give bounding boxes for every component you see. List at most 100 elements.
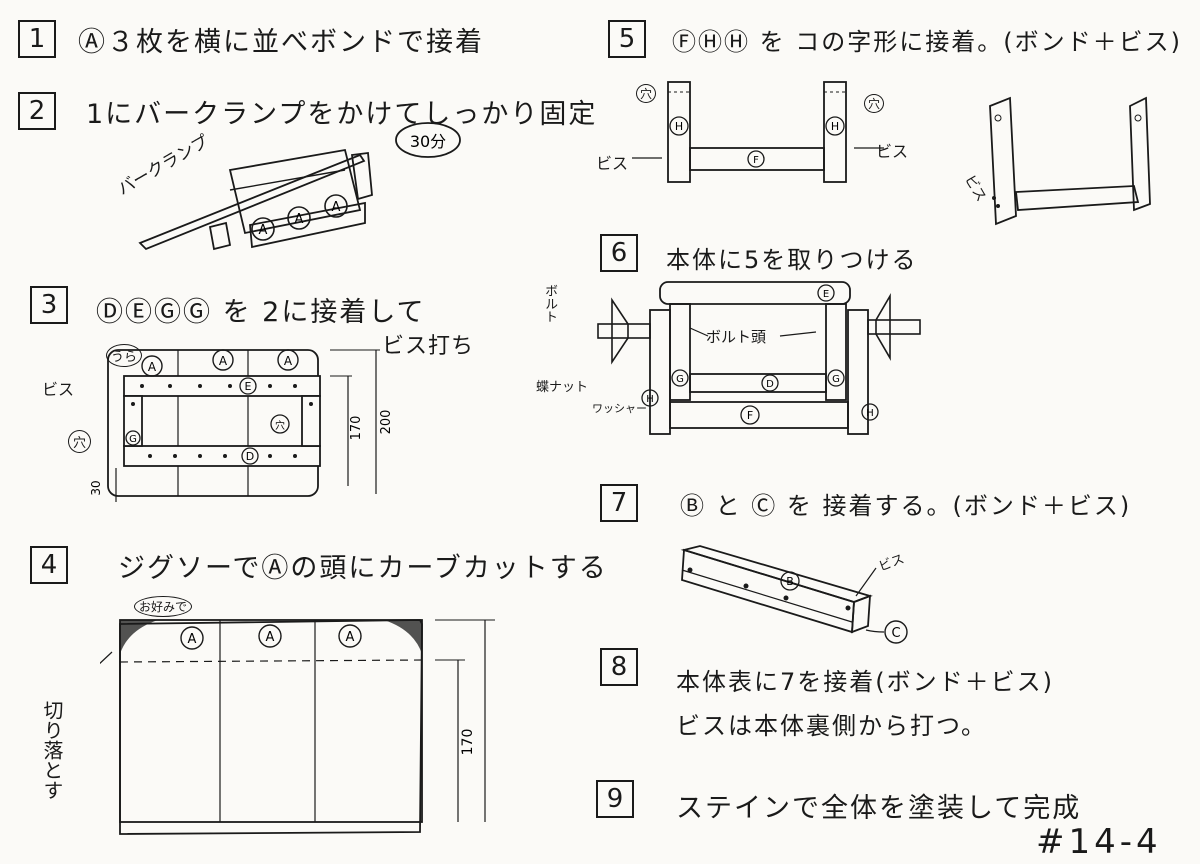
part-a-label: A	[219, 354, 228, 368]
step-8-line2: ビスは本体裏側から打つ。	[676, 712, 988, 740]
cut-corner-left	[120, 620, 158, 654]
part-a-label: A	[332, 200, 341, 215]
step-3-number: 3	[30, 286, 68, 324]
3d-hole	[994, 114, 1002, 122]
step-8-number: 8	[600, 648, 638, 686]
clamp-bar	[138, 153, 366, 251]
step-6-illustration: E D F G G H H	[597, 281, 921, 435]
part-d-circle	[241, 447, 259, 465]
step-9-text: ステインで全体を塗装して完成	[676, 793, 1082, 824]
part-h-circle	[825, 116, 845, 136]
step-2-text: 1にバークランプをかけてしっかり固定	[86, 99, 598, 130]
part-c-pointer	[865, 629, 885, 633]
part-a-label: A	[295, 212, 304, 227]
time-badge-circle	[395, 122, 461, 158]
step-5-3d-view	[989, 96, 1151, 226]
part-a-circle	[180, 626, 204, 650]
bolt-left	[597, 323, 651, 339]
step-3-illustration: A A A E D G 穴 170 200 30	[89, 349, 394, 502]
bolt-right	[867, 319, 921, 335]
cut-line	[119, 659, 423, 663]
board-line	[229, 169, 346, 191]
part-d-bottom	[689, 373, 827, 393]
part-h-left	[667, 81, 691, 183]
step-9-number: 9	[596, 780, 634, 818]
part-g-right	[301, 395, 321, 447]
time-badge: 30分	[410, 132, 446, 151]
step-6-text: 本体に5を取りつける	[666, 246, 918, 274]
dim-30: 30	[89, 480, 103, 495]
part-b-front	[681, 548, 855, 634]
part-a-circle	[277, 349, 299, 371]
step-1-number: 1	[18, 20, 56, 58]
part-b-top	[680, 545, 873, 603]
part-a-circle	[324, 194, 348, 218]
part-g-circle	[671, 369, 689, 387]
part-e-label: E	[823, 289, 829, 300]
panel-front	[119, 619, 423, 823]
part-a-circle	[212, 349, 234, 371]
part-e-circle	[817, 284, 835, 302]
hole-right-label: 穴	[864, 94, 885, 113]
part-a-circle	[258, 624, 282, 648]
clamp-head	[350, 151, 373, 201]
part-h-circle	[669, 116, 689, 136]
part-h-label: H	[866, 408, 874, 419]
wing-nut-left	[611, 297, 629, 365]
washer-label: ワッシャー	[592, 402, 647, 415]
part-h-label: H	[831, 120, 839, 133]
part-a-label: A	[346, 630, 355, 645]
part-f-bottom	[689, 147, 825, 171]
3d-side-left	[989, 96, 1017, 226]
bolt-head-pointer	[689, 327, 709, 337]
step-8-text: 本体表に7を接着(ボンド＋ビス)	[676, 668, 1054, 696]
part-g-right	[825, 303, 847, 401]
step-7-text: Ⓑ と Ⓒ を 接着する。(ボンド＋ビス)	[680, 492, 1132, 520]
step-6-number: 6	[600, 234, 638, 272]
step-5-number: 5	[608, 20, 646, 58]
part-d-label: D	[766, 379, 774, 390]
hole-circle	[270, 414, 290, 434]
wing-nut-right	[875, 293, 891, 361]
part-a-label: A	[148, 360, 157, 374]
3d-bottom	[1014, 185, 1140, 211]
dim-200: 200	[379, 410, 394, 435]
hole-left-label: 穴	[636, 84, 657, 103]
part-b-end	[851, 594, 871, 634]
okonomi-label: お好みで	[134, 596, 193, 617]
part-a-circle	[287, 206, 311, 230]
ura-label: うら	[106, 344, 143, 367]
step-4-number: 4	[30, 546, 68, 584]
part-b-label: B	[786, 575, 794, 588]
part-f-label: F	[747, 409, 753, 422]
part-h-label: H	[675, 120, 683, 133]
part-f-circle	[747, 150, 765, 168]
part-h-circle	[861, 403, 879, 421]
bisu-label: ビス	[42, 380, 75, 399]
kiriotosu-label: 切り落とす	[40, 700, 64, 800]
part-h-circle	[641, 389, 659, 407]
part-h-right	[823, 81, 847, 183]
part-g-label: G	[676, 374, 684, 385]
part-d-strip	[123, 445, 321, 467]
part-g-circle	[125, 430, 141, 446]
bisu-pointer	[855, 567, 877, 597]
screw-dots	[687, 567, 851, 611]
3d-side-right	[1129, 96, 1151, 212]
3d-hole	[1134, 114, 1142, 122]
cut-corner-right	[384, 620, 422, 654]
step-4-text: ジグソーでⒶの頭にカーブカットする	[118, 553, 608, 584]
part-c-label: C	[891, 626, 900, 641]
bisu-right-label: ビス	[876, 142, 909, 161]
bolt-head-label: ボルト頭	[706, 328, 767, 346]
part-a-circle	[141, 355, 163, 377]
arrow-line	[100, 651, 113, 665]
part-e-label: E	[245, 380, 252, 393]
part-d-circle	[761, 374, 779, 392]
step-4-illustration: A A A 170	[100, 619, 495, 835]
3d-screw	[992, 196, 996, 200]
part-g-label: G	[129, 434, 137, 445]
step-5-illustration: H H F	[632, 81, 884, 183]
reference-number: #14-4	[1036, 822, 1162, 862]
